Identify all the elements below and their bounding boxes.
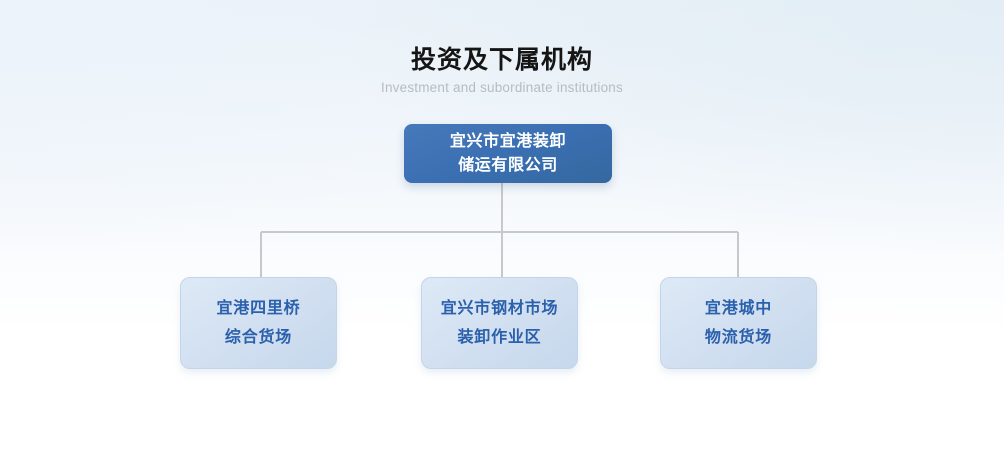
org-node-child-2[interactable]: 宜兴市钢材市场 装卸作业区 xyxy=(421,277,578,369)
org-node-child-2-line-1: 宜兴市钢材市场 xyxy=(440,300,559,317)
org-node-child-1-line-1: 宜港四里桥 xyxy=(216,300,301,317)
page-heading: 投资及下属机构 Investment and subordinate insti… xyxy=(0,44,1004,97)
org-node-child-2-line-2: 装卸作业区 xyxy=(457,329,542,346)
org-node-root-line-1: 宜兴市宜港装卸 xyxy=(449,132,567,150)
org-node-child-3[interactable]: 宜港城中 物流货场 xyxy=(660,277,817,369)
org-node-child-3-line-1: 宜港城中 xyxy=(704,300,773,317)
org-node-child-3-line-2: 物流货场 xyxy=(704,329,773,346)
org-node-child-1-line-2: 综合货场 xyxy=(224,329,293,346)
page-subtitle: Investment and subordinate institutions xyxy=(381,80,623,95)
org-node-child-1[interactable]: 宜港四里桥 综合货场 xyxy=(180,277,337,369)
org-node-root[interactable]: 宜兴市宜港装卸 储运有限公司 xyxy=(404,124,612,183)
org-node-root-line-2: 储运有限公司 xyxy=(458,156,558,174)
page-title: 投资及下属机构 xyxy=(410,46,593,74)
